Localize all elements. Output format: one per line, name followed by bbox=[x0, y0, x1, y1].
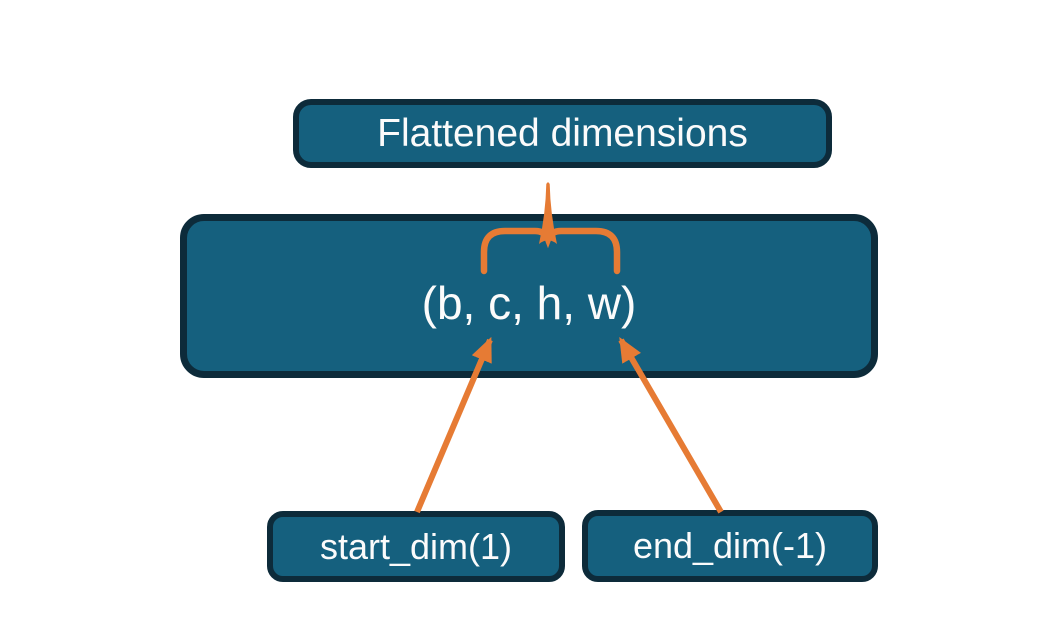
end-dim-box: end_dim(-1) bbox=[582, 510, 878, 582]
flattened-dimensions-box: Flattened dimensions bbox=[293, 99, 832, 168]
tensor-shape-label: (b, c, h, w) bbox=[421, 277, 637, 329]
flattened-dimensions-label: Flattened dimensions bbox=[377, 111, 748, 155]
start-dim-label: start_dim(1) bbox=[319, 525, 513, 567]
end-dim-label: end_dim(-1) bbox=[632, 525, 828, 566]
start-dim-box: start_dim(1) bbox=[267, 511, 565, 582]
tensor-shape-box: (b, c, h, w) bbox=[180, 214, 878, 378]
